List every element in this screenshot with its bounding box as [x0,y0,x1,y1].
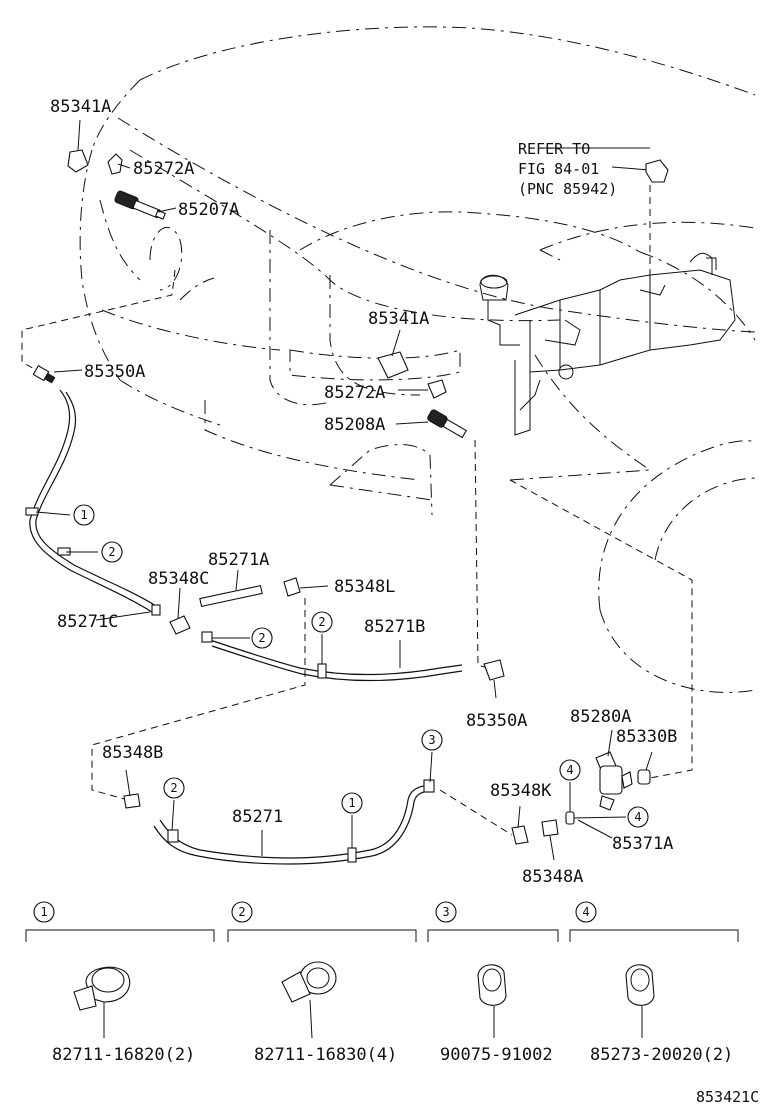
legend-number-3: 3 [442,905,449,919]
label-85350A-right: 85350A [466,711,527,731]
callout-2-d: 2 [170,781,177,795]
label-85207A: 85207A [178,200,239,220]
washer-tank-assembly [479,252,736,436]
callout-2-c: 2 [318,615,325,629]
refer-line-1: REFER TO [518,140,590,158]
label-85341A-mid: 85341A [368,309,429,329]
callout-4-b: 4 [634,810,641,824]
label-85272A-mid: 85272A [324,383,385,403]
referenced-part [645,159,669,183]
label-85330B: 85330B [616,727,677,747]
legend-number-4: 4 [582,905,589,919]
label-85271B: 85271B [364,617,425,637]
callout-1-a: 1 [80,508,87,522]
vehicle-body-outline [79,26,756,693]
callout-markers: 1 2 2 2 2 1 3 4 4 [73,504,649,828]
label-85350A-left: 85350A [84,362,145,382]
label-85348A: 85348A [522,867,583,887]
clip-85273-20020-drawing [625,964,655,1006]
legend-group-3: 3 90075-91002 [427,901,559,1065]
label-85271A: 85271A [208,550,269,570]
washer-pump [595,751,633,811]
label-85348K: 85348K [490,781,552,801]
legend-part-90075-91002: 90075-91002 [440,1045,553,1065]
components [25,149,651,863]
label-85348B: 85348B [102,743,163,763]
legend-part-82711-16830: 82711-16830(4) [254,1045,397,1065]
leader-lines [35,119,653,861]
legend-number-1: 1 [40,905,47,919]
legend-group-4: 4 85273-20020(2) [569,901,739,1065]
legend: 1 82711-16820(2) 2 82711-16830(4) 3 [25,901,739,1065]
legend-part-85273-20020: 85273-20020(2) [590,1045,733,1065]
label-85348C: 85348C [148,569,209,589]
label-85272A-top: 85272A [133,159,194,179]
washer-hoses [29,389,463,865]
figure-id: 853421C [696,1088,759,1106]
callout-4-a: 4 [566,763,573,777]
callout-3-a: 3 [428,733,435,747]
label-85271: 85271 [232,807,283,827]
label-85371A: 85371A [612,834,673,854]
refer-line-2: FIG 84-01 [518,160,599,178]
callout-2-b: 2 [258,631,265,645]
part-labels: 85341A 85272A 85207A 85350A 85341A 85272… [50,97,677,887]
callout-2-a: 2 [108,545,115,559]
label-85348L: 85348L [334,577,395,597]
refer-note: REFER TO FIG 84-01 (PNC 85942) [518,140,617,198]
legend-part-82711-16820: 82711-16820(2) [52,1045,195,1065]
legend-group-1: 1 82711-16820(2) [25,901,215,1065]
headlamp-outlines [99,199,561,281]
label-85280A: 85280A [570,707,631,727]
label-85341A-top: 85341A [50,97,111,117]
label-85208A: 85208A [324,415,385,435]
callout-1-b: 1 [348,796,355,810]
legend-number-2: 2 [238,905,245,919]
label-85271C: 85271C [57,612,118,632]
clip-90075-91002-drawing [477,964,507,1006]
legend-group-2: 2 82711-16830(4) [227,901,417,1065]
connection-lines [21,185,693,836]
refer-line-3: (PNC 85942) [518,180,617,198]
